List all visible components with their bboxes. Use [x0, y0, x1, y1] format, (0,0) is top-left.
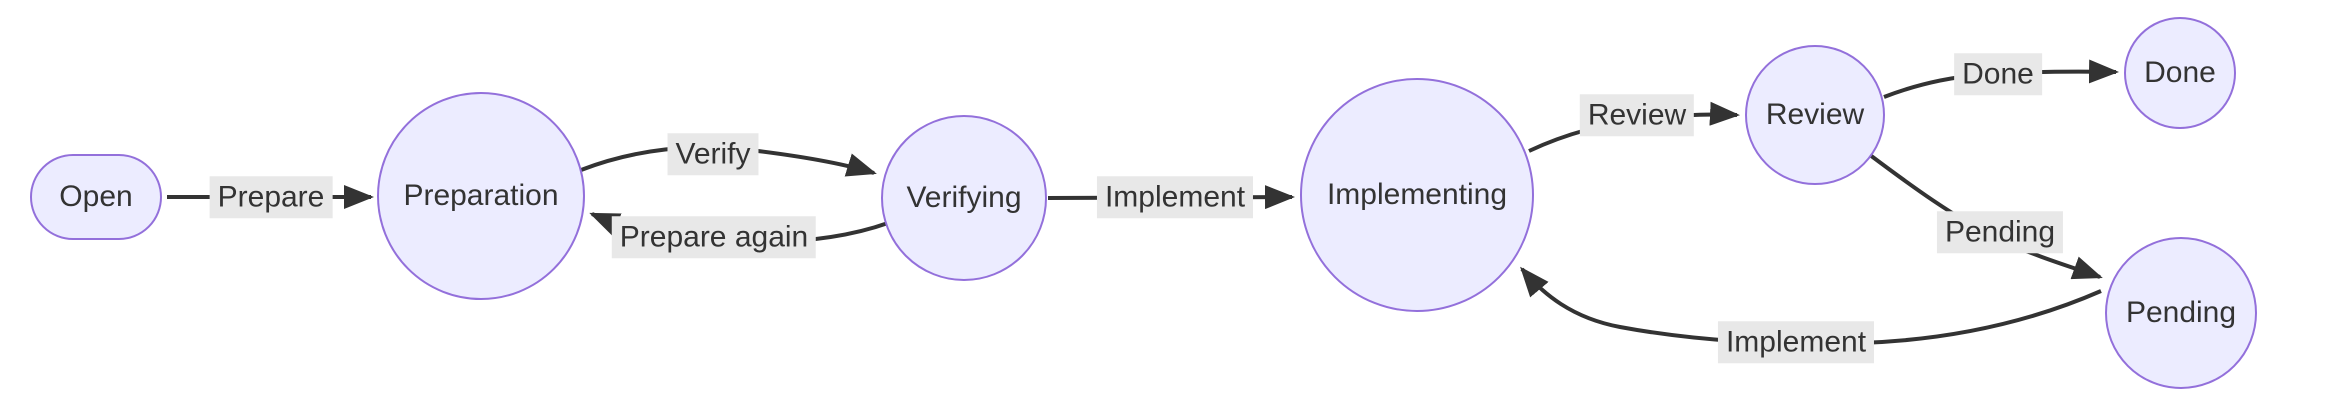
- node-verifying-label: Verifying: [906, 181, 1022, 214]
- node-preparation: Preparation: [377, 92, 585, 300]
- node-review: Review: [1745, 45, 1885, 185]
- node-open: Open: [30, 154, 162, 240]
- node-implementing: Implementing: [1300, 78, 1534, 312]
- node-pending-label: Pending: [2125, 296, 2237, 329]
- edge-label-implement: Implement: [1096, 176, 1254, 218]
- edge-label-verify: Verify: [667, 133, 759, 175]
- edge-label-implement-return: Implement: [1717, 321, 1875, 363]
- edge-label-prepare: Prepare: [209, 176, 333, 218]
- edge-label-pending: Pending: [1936, 211, 2064, 253]
- node-done: Done: [2124, 17, 2236, 129]
- edge-label-prepare-again: Prepare again: [611, 216, 817, 258]
- node-pending: Pending: [2105, 237, 2257, 389]
- node-preparation-label: Preparation: [403, 179, 559, 212]
- edge-label-done: Done: [1954, 53, 2042, 95]
- node-verifying: Verifying: [881, 115, 1047, 281]
- node-open-label: Open: [59, 180, 133, 213]
- node-done-label: Done: [2144, 56, 2216, 89]
- node-implementing-label: Implementing: [1326, 178, 1508, 211]
- edge-label-review: Review: [1579, 94, 1695, 136]
- node-review-label: Review: [1765, 98, 1865, 131]
